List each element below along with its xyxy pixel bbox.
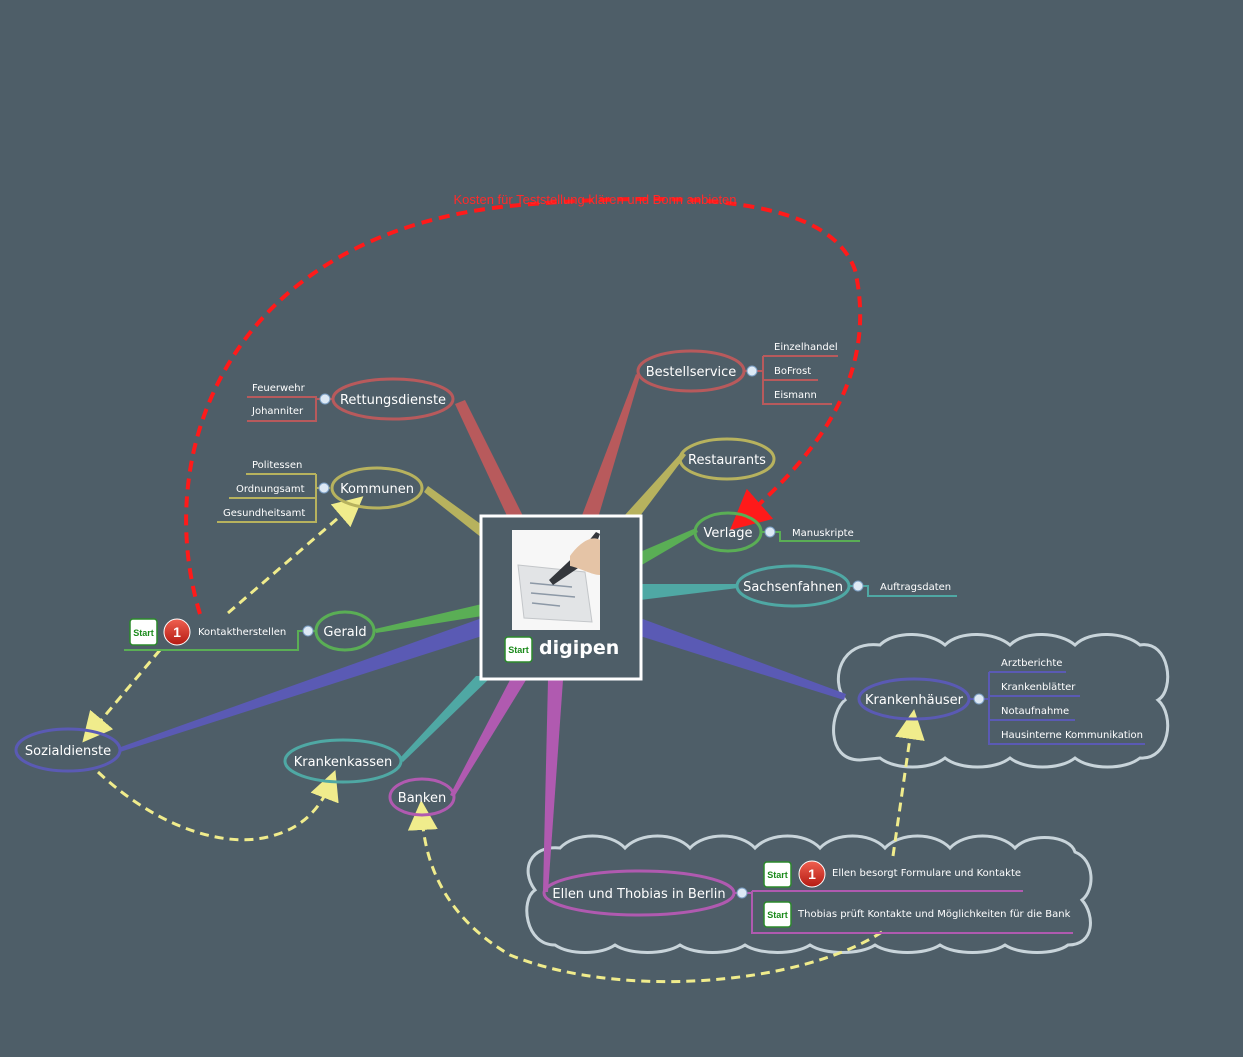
branch-banken — [450, 680, 526, 797]
relationship-annotation-arrow — [184, 196, 863, 615]
topic-rettungsdienste[interactable]: Rettungsdienste — [331, 377, 455, 421]
branch-krankenkassen — [400, 676, 492, 762]
start-badge: Start — [504, 636, 533, 663]
subtopic-politessen[interactable]: Politessen — [252, 460, 302, 471]
start-badge: Start — [763, 861, 792, 888]
subtopic-thobias-prueft[interactable]: Thobias prüft Kontakte und Möglichkeiten… — [797, 909, 1071, 920]
svg-text:Sozialdienste: Sozialdienste — [25, 744, 111, 759]
start-badge: Start — [763, 901, 792, 928]
annotation-text: Kosten für Teststellung klären und Bonn … — [453, 192, 736, 207]
subtopic-bofrost[interactable]: BoFrost — [774, 366, 811, 377]
svg-text:Rettungsdienste: Rettungsdienste — [340, 393, 446, 408]
svg-text:Start: Start — [133, 628, 154, 638]
central-title: digipen — [539, 637, 619, 659]
collapse-gerald[interactable] — [302, 625, 314, 637]
collapse-sachsenfahnen[interactable] — [852, 580, 864, 592]
subtopic-hausinterne-kommunikation[interactable]: Hausinterne Kommunikation — [1001, 730, 1143, 741]
branch-bestellservice — [581, 374, 640, 518]
collapse-rettungsdienste[interactable] — [319, 393, 331, 405]
topic-sachsenfahnen[interactable]: Sachsenfahnen — [735, 564, 851, 608]
svg-text:Ellen und Thobias in Berlin: Ellen und Thobias in Berlin — [552, 887, 725, 902]
cloud-ellen — [525, 834, 1093, 954]
subtopic-manuskripte[interactable]: Manuskripte — [792, 528, 854, 539]
subtopic-arztberichte[interactable]: Arztberichte — [1001, 658, 1062, 669]
central-topic[interactable]: Start digipen — [479, 514, 643, 681]
branch-sozialdienste — [118, 618, 482, 752]
svg-text:Bestellservice: Bestellservice — [646, 365, 737, 380]
branch-ellen — [543, 680, 563, 892]
svg-text:1: 1 — [808, 866, 816, 882]
topic-krankenkassen[interactable]: Krankenkassen — [283, 738, 403, 784]
branch-krankenhaeuser — [640, 618, 846, 700]
topic-banken[interactable]: Banken — [388, 777, 456, 817]
topic-ellen-und-thobias[interactable]: Ellen und Thobias in Berlin — [542, 869, 736, 917]
svg-text:Sachsenfahnen: Sachsenfahnen — [743, 580, 843, 595]
topic-restaurants[interactable]: Restaurants — [678, 437, 776, 481]
branch-sachsenfahnen — [640, 584, 738, 600]
branch-verlage — [640, 528, 698, 566]
collapse-bestellservice[interactable] — [746, 365, 758, 377]
relationship-kontakt-kommunen — [227, 496, 364, 615]
relationship-ellen-krankenhaeuser — [891, 709, 925, 857]
relationship-thobias-banken — [407, 800, 883, 984]
subtopic-einzelhandel[interactable]: Einzelhandel — [774, 342, 838, 353]
relationship-kontakt-sozialdienste — [82, 649, 162, 743]
svg-text:Krankenhäuser: Krankenhäuser — [865, 693, 964, 708]
svg-text:Restaurants: Restaurants — [688, 453, 766, 468]
branch-restaurants — [624, 452, 686, 516]
subtopic-gesundheitsamt[interactable]: Gesundheitsamt — [223, 508, 305, 519]
subtopic-kontaktherstellen[interactable]: Kontaktherstellen — [198, 627, 286, 638]
topic-gerald[interactable]: Gerald — [314, 610, 376, 652]
topic-krankenhaeuser[interactable]: Krankenhäuser — [857, 677, 971, 721]
svg-text:Start: Start — [767, 910, 788, 920]
svg-text:Banken: Banken — [398, 791, 446, 806]
priority-1-icon: 1 — [798, 860, 826, 888]
subtopic-johanniter[interactable]: Johanniter — [251, 406, 304, 417]
start-badge: Start — [129, 618, 158, 646]
subtopic-auftragsdaten[interactable]: Auftragsdaten — [880, 582, 951, 593]
cloud-krankenhaeuser — [832, 633, 1170, 769]
topic-kommunen[interactable]: Kommunen — [330, 466, 424, 510]
subtopic-notaufnahme[interactable]: Notaufnahme — [1001, 706, 1069, 717]
svg-text:Start: Start — [508, 645, 529, 655]
branch-kommunen — [424, 486, 482, 538]
priority-1-icon: 1 — [163, 618, 191, 646]
collapse-kommunen[interactable] — [318, 482, 330, 494]
svg-text:Verlage: Verlage — [703, 526, 752, 541]
svg-text:Kommunen: Kommunen — [340, 482, 414, 497]
collapse-krankenhaeuser[interactable] — [973, 693, 985, 705]
central-image — [512, 530, 600, 630]
subtopic-ordnungsamt[interactable]: Ordnungsamt — [236, 484, 305, 495]
svg-text:Start: Start — [767, 870, 788, 880]
collapse-ellen[interactable] — [736, 887, 748, 899]
subtopic-feuerwehr[interactable]: Feuerwehr — [252, 383, 306, 394]
subtopic-eismann[interactable]: Eismann — [774, 390, 817, 401]
branch-rettungsdienste — [455, 400, 524, 518]
subtopic-ellen-besorgt[interactable]: Ellen besorgt Formulare und Kontakte — [832, 868, 1021, 879]
svg-text:Krankenkassen: Krankenkassen — [294, 755, 392, 770]
collapse-verlage[interactable] — [764, 526, 776, 538]
svg-text:Gerald: Gerald — [323, 625, 366, 640]
topic-verlage[interactable]: Verlage — [693, 511, 763, 553]
subtopic-krankenblaetter[interactable]: Krankenblätter — [1001, 682, 1076, 693]
topic-bestellservice[interactable]: Bestellservice — [636, 349, 746, 393]
relationship-sozialdienste-krankenkassen — [96, 770, 339, 842]
branch-gerald — [375, 604, 482, 633]
topic-sozialdienste[interactable]: Sozialdienste — [14, 727, 122, 773]
svg-text:1: 1 — [173, 624, 181, 640]
